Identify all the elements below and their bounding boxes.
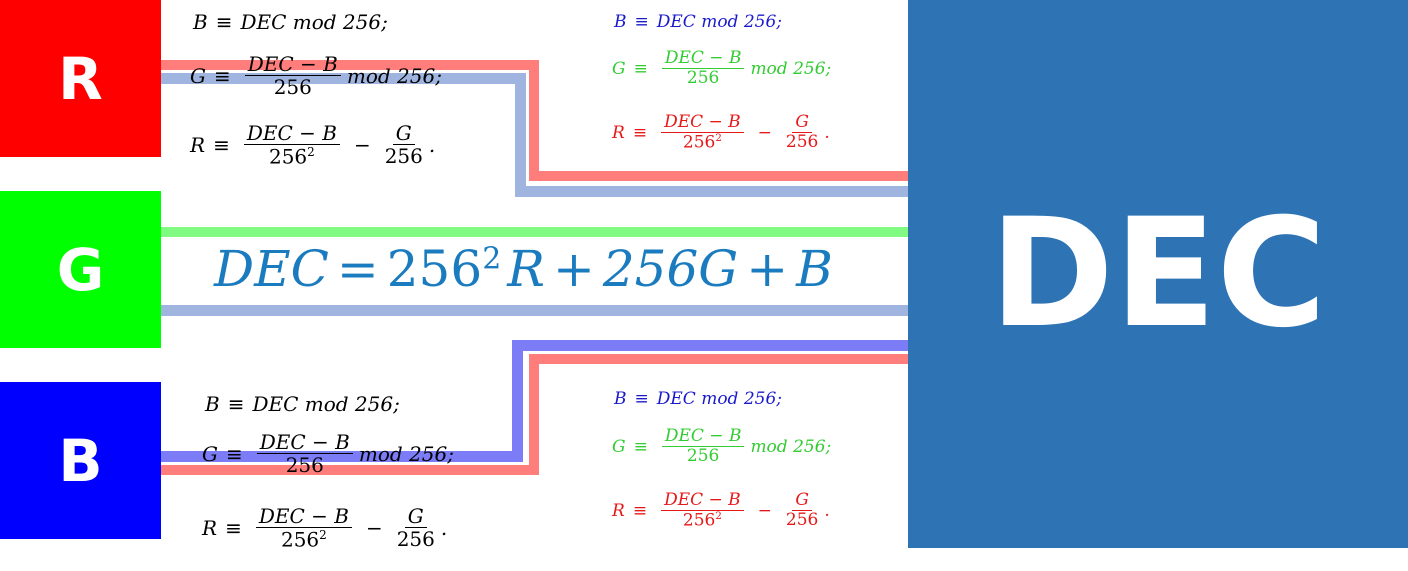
formula-b: B≡DEC mod 256;: [193, 10, 388, 34]
formula-b: B≡DEC mod 256;: [205, 392, 400, 416]
main-exponent: 2: [482, 241, 502, 277]
bottom-violet-connector-vertical: [512, 340, 523, 462]
bottom-red-connector-to-dec: [529, 354, 908, 364]
formula-b: B≡DEC mod 256;: [614, 12, 783, 32]
green-connector: [161, 227, 908, 237]
bottom-violet-connector-to-dec: [512, 340, 908, 351]
formula-b: B≡DEC mod 256;: [614, 389, 783, 409]
top-red-connector-horizontal: [161, 60, 539, 70]
top-blue-connector-horizontal: [161, 73, 526, 84]
g-box: G: [0, 191, 161, 348]
middle-blue-connector: [161, 305, 908, 316]
dec-box-label: DEC: [989, 187, 1327, 361]
b-box-label: B: [58, 426, 103, 495]
main-lhs: DEC: [214, 240, 329, 298]
main-base: 256: [386, 240, 483, 298]
b-box: B: [0, 382, 161, 539]
main-plus-1: +: [552, 240, 595, 298]
top-blue-connector-to-dec: [515, 186, 908, 197]
bottom-red-connector-horizontal: [161, 465, 539, 475]
bottom-red-connector-vertical: [529, 354, 539, 475]
bottom-violet-connector-horizontal: [161, 451, 523, 462]
main-g-term: 256G: [602, 240, 739, 298]
main-b: B: [796, 240, 833, 298]
main-r: R: [507, 240, 545, 298]
top-red-connector-vertical: [529, 60, 539, 181]
top-red-connector-to-dec: [529, 171, 908, 181]
top-blue-connector-vertical: [515, 73, 526, 197]
r-box-label: R: [58, 44, 103, 113]
r-box: R: [0, 0, 161, 157]
dec-box: DEC: [908, 0, 1408, 548]
main-equals: =: [336, 240, 379, 298]
main-plus-2: +: [746, 240, 789, 298]
g-box-label: G: [56, 235, 105, 304]
